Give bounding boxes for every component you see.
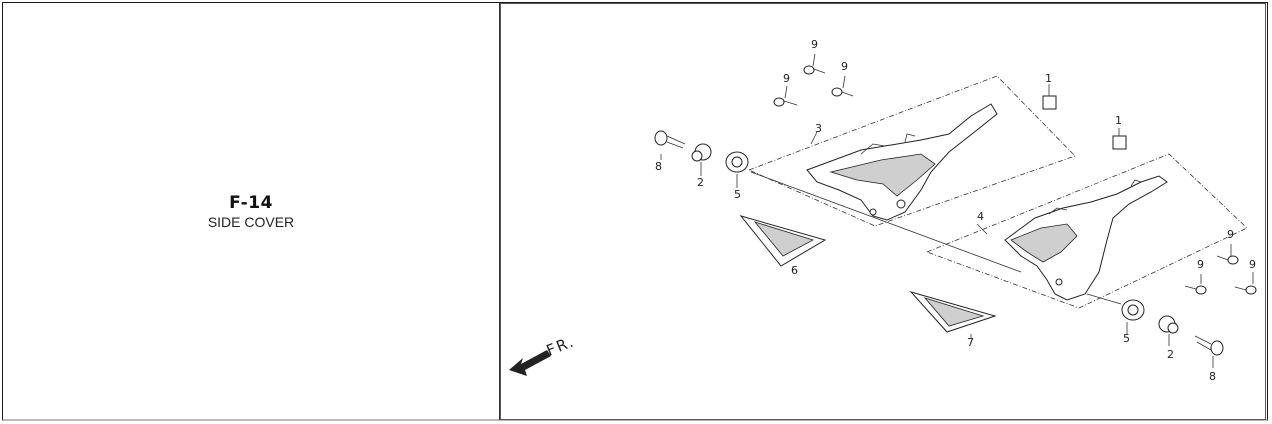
callout-8: 8: [1209, 370, 1216, 383]
exploded-parts-diagram: 1 1 2 2 3 4 5 5 6 7 8 8 9 9 9 9 9 9 FR.: [509, 38, 1257, 383]
trim-panel-upper: [739, 215, 827, 267]
callouts: 1 1 2 2 3 4 5 5 6 7 8 8 9 9 9 9 9 9: [655, 38, 1256, 383]
section-title-panel: F-14 SIDE COVER: [3, 3, 499, 420]
callout-9: 9: [783, 72, 790, 85]
callout-6: 6: [791, 264, 798, 277]
assembly-outline-left-cover: [925, 153, 1248, 309]
screw-part: [831, 87, 854, 97]
collar-part: [691, 143, 712, 162]
callout-9: 9: [1227, 228, 1234, 241]
side-cover-right-part: [806, 103, 998, 221]
clip-part: [1112, 135, 1127, 150]
bolt-part: [654, 130, 686, 149]
grommet-part: [725, 151, 749, 173]
callout-8: 8: [655, 160, 662, 173]
leader-line: [1086, 293, 1122, 305]
callout-5: 5: [1123, 332, 1130, 345]
front-arrow-icon: [509, 350, 551, 376]
callout-9: 9: [1197, 258, 1204, 271]
callout-9: 9: [1249, 258, 1256, 271]
front-direction-indicator: FR.: [509, 332, 578, 376]
callout-2: 2: [1167, 348, 1174, 361]
callout-2: 2: [697, 176, 704, 189]
screw-part: [1216, 255, 1239, 265]
callout-leaders: [660, 53, 1254, 368]
parts-diagram-panel: 1 1 2 2 3 4 5 5 6 7 8 8 9 9 9 9 9 9 FR.: [500, 3, 1266, 420]
trim-panel-lower: [909, 291, 997, 333]
callout-9: 9: [811, 38, 818, 51]
callout-9: 9: [841, 60, 848, 73]
clip-part: [1042, 95, 1057, 110]
panel-divider: [499, 3, 500, 420]
screw-part: [803, 65, 826, 75]
side-cover-left-part: [1004, 175, 1168, 301]
section-title-block: F-14 SIDE COVER: [3, 193, 499, 231]
section-code: F-14: [229, 193, 273, 213]
screw-part: [1184, 285, 1207, 295]
section-name: SIDE COVER: [207, 214, 295, 230]
collar-part: [1158, 315, 1179, 334]
screw-part: [1234, 285, 1257, 295]
leader-line: [750, 171, 1022, 273]
grommet-part: [1121, 299, 1145, 321]
callout-7: 7: [967, 336, 974, 349]
bolt-part: [1194, 335, 1224, 356]
callout-1: 1: [1045, 72, 1052, 85]
assembly-outline-right-cover: [747, 75, 1076, 227]
callout-5: 5: [734, 188, 741, 201]
callout-3: 3: [815, 122, 822, 135]
callout-4: 4: [977, 210, 984, 223]
callout-1: 1: [1115, 114, 1122, 127]
screw-part: [773, 97, 798, 107]
front-direction-label: FR.: [544, 332, 578, 360]
